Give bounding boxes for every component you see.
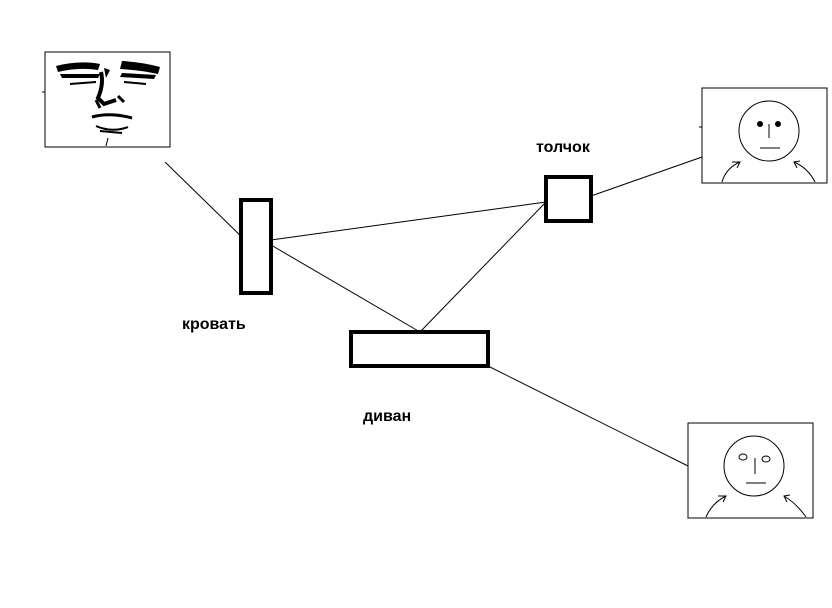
toilet-label: толчок — [536, 139, 590, 156]
face-frame-top-right — [701, 87, 828, 184]
squinting-face-icon — [42, 51, 171, 148]
line-bed-to-sofa — [270, 244, 421, 333]
line-bed-to-toilet — [270, 201, 547, 241]
line-sofa-to-toilet — [419, 201, 547, 333]
sofa-rect — [349, 330, 490, 368]
line-toilet-to-face-topright — [590, 156, 703, 197]
sofa-label: диван — [363, 408, 412, 425]
smiling-face-icon — [699, 87, 828, 184]
bed-rect — [239, 198, 273, 295]
toilet-rect — [544, 175, 593, 223]
line-sofa-to-face-bottomright — [487, 365, 689, 467]
bed-label: кровать — [182, 316, 246, 333]
neutral-face-icon — [687, 422, 814, 519]
connector-lines — [164, 156, 703, 467]
line-face-topleft-to-bed — [164, 161, 249, 244]
